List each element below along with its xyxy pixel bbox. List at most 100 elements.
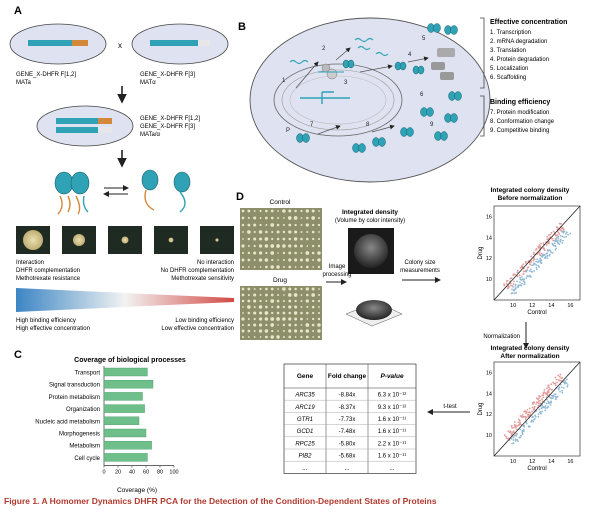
plate-colony: [264, 311, 269, 315]
plate-colony: [312, 329, 315, 333]
identity-line: [493, 361, 581, 457]
plate-colony: [241, 223, 245, 227]
plate-colony: [270, 287, 274, 291]
bar-x-tick-label: 80: [157, 470, 163, 476]
scatter-point: [558, 243, 561, 246]
scatter-point: [565, 382, 568, 385]
plate-colony: [305, 251, 310, 255]
scatter-point: [546, 254, 549, 257]
scatter-point: [524, 270, 526, 273]
scatter-point: [546, 387, 548, 390]
plate-colony: [288, 251, 292, 255]
arrow-step-4: [407, 56, 429, 63]
plate-colony: [265, 287, 268, 291]
scatter-point: [548, 241, 550, 244]
scatter-point: [518, 423, 521, 426]
scatter-point: [564, 380, 567, 382]
plate-colony: [317, 323, 321, 327]
scatter-point: [520, 282, 523, 285]
scatter-point: [539, 411, 541, 414]
bar-category-label: Cell cycle: [74, 456, 100, 462]
plate-colony: [258, 317, 263, 321]
plate-colony: [270, 216, 274, 220]
scatter-point: [525, 412, 527, 414]
plate-colony: [242, 238, 244, 240]
scatter-point: [512, 436, 515, 439]
plate-colony: [270, 209, 274, 213]
plate-colony: [276, 237, 280, 241]
scatter-point: [516, 424, 518, 427]
scatter-y-tick-label: 16: [486, 214, 492, 220]
colony-3d-surface: [345, 300, 403, 327]
step-1: 1: [282, 78, 286, 84]
plate-colony: [253, 288, 256, 290]
plate-colony: [317, 293, 321, 297]
scatter-point: [533, 253, 535, 256]
plate-colony: [288, 244, 292, 248]
scatter-point: [538, 395, 540, 397]
diploid-cell: [36, 105, 134, 147]
plate-colony: [264, 237, 269, 241]
bar-x-tick-label: 20: [115, 470, 121, 476]
plate-colony: [294, 230, 298, 234]
scatter-point: [537, 398, 539, 401]
plate-colony: [282, 223, 285, 227]
scatter-point: [530, 419, 533, 422]
plate-colony: [241, 258, 245, 262]
scatter-point: [525, 270, 528, 273]
scatter-point: [538, 266, 540, 268]
proteasome: [431, 48, 455, 80]
scatter-y-label: Drug: [478, 246, 484, 259]
panel-c: C Coverage of biological processes Trans…: [14, 349, 186, 494]
scatter-point: [503, 283, 505, 286]
equilibrium-arrows: [103, 185, 129, 197]
haploid-cell-left: [9, 23, 107, 65]
step-9: 9: [430, 122, 434, 128]
coverage-bar: [103, 392, 143, 401]
plate-colony: [288, 317, 292, 321]
plate-colony: [283, 294, 285, 296]
scatter-point: [558, 386, 561, 389]
plate-colony: [277, 288, 279, 290]
scatter-point: [556, 381, 558, 384]
plate-colony: [305, 258, 310, 262]
scatter-point: [549, 233, 552, 236]
scatter-point: [512, 442, 515, 445]
scatter-point: [517, 421, 520, 424]
plate-colony: [306, 293, 309, 297]
scatter-point: [530, 270, 533, 273]
scatter-point: [514, 273, 516, 276]
scatter-point: [511, 285, 514, 287]
plate-colony: [253, 244, 256, 248]
scatter-point: [563, 236, 566, 239]
plate-colony: [282, 266, 285, 268]
plate-colony: [270, 251, 275, 255]
plate-colony: [277, 330, 279, 332]
scatter-point: [533, 418, 535, 421]
scatter-point: [542, 392, 545, 395]
plate-colony: [271, 230, 274, 234]
plate-colony: [317, 299, 321, 303]
scatter-point: [554, 233, 557, 236]
plate-colony: [242, 312, 244, 314]
plate-colony: [282, 230, 286, 234]
plate-colony: [288, 223, 292, 227]
plate-colony: [282, 317, 286, 321]
plate-colony: [294, 305, 298, 309]
scatter-point: [544, 409, 547, 412]
plate-colony: [277, 324, 279, 326]
plate-colony: [300, 252, 303, 254]
plate-colony: [282, 237, 286, 241]
scatter-y-tick-label: 10: [486, 277, 492, 283]
step-6: 6: [420, 92, 424, 98]
image-processing-line2: processing: [322, 272, 351, 278]
scatter-point: [559, 373, 562, 376]
plate-colony: [305, 265, 309, 269]
plate-colony: [300, 217, 303, 219]
scatter-point: [525, 269, 527, 272]
scatter-point: [554, 384, 557, 387]
plate-colony: [294, 266, 297, 268]
plate-colony: [299, 258, 303, 262]
scatter-point: [533, 405, 536, 408]
scatter-point: [552, 239, 555, 242]
